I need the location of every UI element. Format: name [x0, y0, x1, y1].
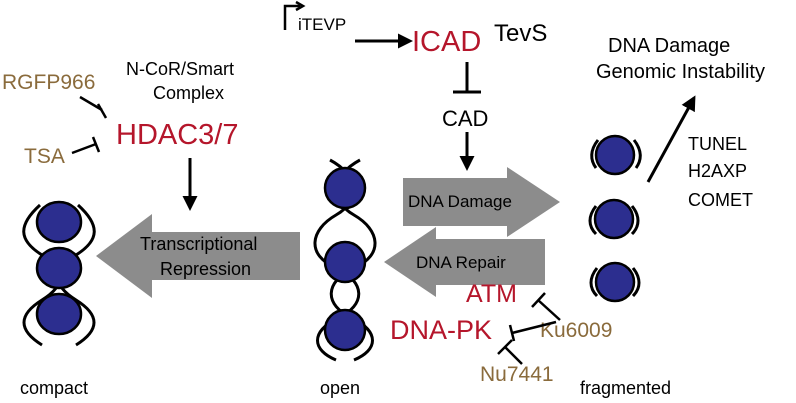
fragmented-to-instability-arrow: [646, 95, 696, 183]
promoter-arrow-head-icon: [295, 0, 306, 12]
ku6009-inhibits-dnapk: [511, 320, 557, 335]
transcriptional-line1: Transcriptional: [140, 234, 257, 254]
nucleosome-icon: [594, 261, 636, 303]
dna-damage-arrow-label: DNA Damage: [408, 192, 512, 211]
tevs-label: TevS: [494, 20, 547, 47]
fragmented-chromatin: [588, 134, 642, 303]
tsa-inhibits-hdac: [71, 142, 97, 155]
compact-label: compact: [20, 378, 88, 398]
open-chromatin: [313, 158, 377, 362]
nu7441-inhibit-bar: [497, 339, 513, 355]
icad-label: ICAD: [412, 26, 481, 58]
nucleosome-icon: [594, 134, 636, 176]
transcriptional-repression-arrow: [96, 214, 300, 298]
rgfp966-inhibits-hdac: [79, 95, 103, 112]
nucleosome-icon: [35, 200, 83, 244]
itevp-label: iTEVP: [298, 15, 346, 34]
comet-label: COMET: [688, 190, 753, 210]
nucleosome-icon: [323, 166, 367, 210]
tunel-label: TUNEL: [688, 134, 747, 154]
ku6009-inhibits-atm: [537, 299, 561, 321]
ncor-label-line2: Complex: [153, 83, 224, 103]
genomic-instability-line2: Genomic Instability: [596, 61, 765, 83]
ncor-label-line1: N-CoR/Smart: [126, 59, 234, 79]
nucleosome-icon: [323, 240, 367, 284]
ku6009-inhibit-bar-dnapk: [508, 324, 516, 342]
nucleosome-icon: [323, 308, 367, 352]
h2axp-label: H2AXP: [688, 161, 747, 181]
rgfp966-inhibit-bar: [96, 103, 108, 119]
dna-damage-arrow: [403, 167, 560, 237]
ku6009-label: Ku6009: [540, 319, 612, 342]
nu7441-inhibits-dnapk: [504, 346, 523, 365]
tsa-label: TSA: [24, 145, 65, 168]
open-label: open: [320, 378, 360, 398]
rgfp966-label: RGFP966: [2, 71, 95, 94]
nucleosome-icon: [593, 198, 635, 240]
promoter-arrow-icon: [283, 4, 300, 30]
transcriptional-line2: Repression: [160, 259, 251, 279]
dna-repair-arrow: [384, 227, 545, 297]
dnapk-label: DNA-PK: [390, 315, 492, 345]
hdac-label: HDAC3/7: [116, 119, 239, 151]
atm-label: ATM: [466, 280, 517, 308]
nucleosome-icon: [35, 292, 83, 336]
tsa-inhibit-bar: [91, 136, 101, 153]
nu7441-label: Nu7441: [480, 363, 554, 386]
nucleosome-icon: [35, 246, 83, 290]
ku6009-inhibit-bar-atm: [531, 292, 546, 308]
fragmented-label: fragmented: [580, 378, 671, 398]
compact-chromatin: [22, 200, 96, 347]
genomic-instability-line1: DNA Damage: [608, 35, 730, 57]
dna-repair-arrow-label: DNA Repair: [416, 253, 506, 272]
cad-label: CAD: [442, 106, 488, 131]
